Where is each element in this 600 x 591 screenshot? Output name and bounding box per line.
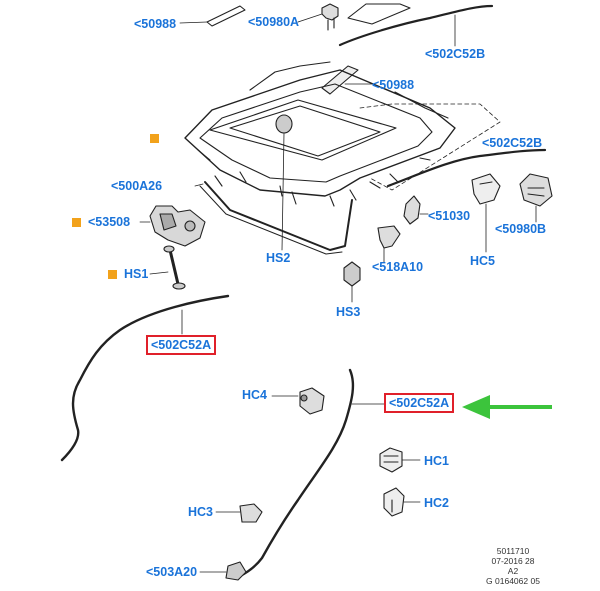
label-HC4[interactable]: HC4	[242, 388, 268, 402]
clip-51030	[403, 195, 429, 225]
drain-tube-502C52B-mid	[386, 148, 547, 188]
label-502C52A-right[interactable]: <502C52A	[384, 393, 455, 413]
label-50988-top[interactable]: <50988	[134, 17, 177, 31]
wind-deflector-outline	[359, 103, 501, 191]
connector-503A20	[199, 561, 247, 581]
reference-line-2: 07-2016 28	[491, 556, 535, 566]
clip-HC4	[271, 387, 325, 415]
label-503A20[interactable]: <503A20	[146, 565, 198, 579]
label-518A10[interactable]: <518A10	[372, 260, 424, 274]
stud-HS3	[343, 261, 361, 303]
label-502C52A-left[interactable]: <502C52A	[146, 335, 217, 355]
label-50988-mid[interactable]: <50988	[372, 78, 415, 92]
reference-line-1: 5011710	[496, 546, 530, 556]
sunroof-frame-assembly	[184, 61, 456, 251]
frame-seal-500A26	[194, 181, 353, 255]
marker-square	[150, 134, 159, 143]
label-502C52B-mid[interactable]: <502C52B	[482, 136, 543, 150]
clip-HC2	[383, 487, 421, 517]
label-50980B[interactable]: <50980B	[495, 222, 547, 236]
seal-strip-50988-top	[179, 5, 246, 27]
label-HC3[interactable]: HC3	[188, 505, 214, 519]
drain-tube-502C52A-right	[238, 368, 355, 578]
drain-tube-502C52A-left	[60, 294, 230, 462]
clip-HC3	[215, 503, 263, 523]
bracket-518A10	[377, 225, 401, 263]
label-HS3[interactable]: HS3	[336, 305, 361, 319]
label-502C52B-top[interactable]: <502C52B	[425, 47, 486, 61]
drawing-reference: 5011710 07-2016 28 A2 G 0164062 05	[478, 546, 548, 586]
clip-HC1	[379, 447, 421, 473]
label-500A26[interactable]: <500A26	[111, 179, 163, 193]
label-53508[interactable]: <53508	[88, 215, 131, 229]
seal-strip-50988-mid	[321, 65, 373, 95]
label-50980A[interactable]: <50980A	[248, 15, 300, 29]
label-HC2[interactable]: HC2	[424, 496, 450, 510]
label-HS1[interactable]: HS1	[124, 267, 149, 281]
label-HS2[interactable]: HS2	[266, 251, 291, 265]
label-HC5[interactable]: HC5	[470, 254, 496, 268]
marker-square	[72, 218, 81, 227]
marker-square	[108, 270, 117, 279]
reference-line-3: A2	[507, 566, 519, 576]
glass-panel-corner	[347, 3, 411, 25]
clip-50980A	[297, 3, 339, 31]
label-HC1[interactable]: HC1	[424, 454, 450, 468]
highlight-arrow	[462, 395, 552, 419]
screw-HS1	[149, 245, 186, 290]
motor-53508	[139, 205, 206, 247]
clip-HC5	[471, 173, 501, 253]
reference-line-4: G 0164062 05	[486, 576, 540, 586]
clip-50980B	[519, 173, 553, 223]
drain-tube-502C52B-top	[338, 4, 494, 47]
label-51030[interactable]: <51030	[428, 209, 471, 223]
